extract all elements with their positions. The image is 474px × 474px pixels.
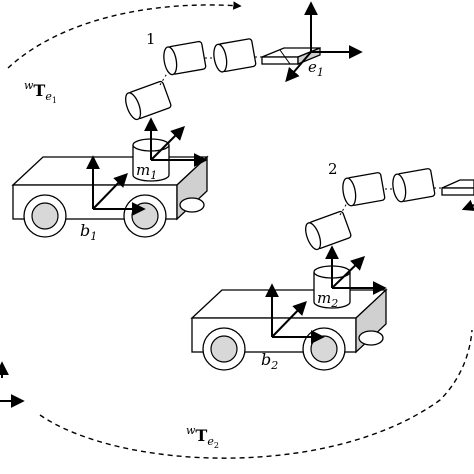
manipulator-frame-1-label: m1 bbox=[136, 161, 157, 182]
mobile-base-1 bbox=[11, 155, 209, 238]
transform-1-label: wTe1 bbox=[24, 79, 57, 105]
base-frame-1 bbox=[86, 155, 146, 216]
gripper-2 bbox=[441, 179, 474, 196]
end-effector-frame-1-label: e1 bbox=[308, 58, 324, 79]
manipulator-frame-2 bbox=[325, 245, 387, 295]
robot-1-number: 1 bbox=[146, 30, 156, 48]
end-effector-frame-2 bbox=[461, 199, 474, 212]
robot-1 bbox=[11, 1, 363, 238]
arm-1 bbox=[125, 38, 321, 121]
mobile-base-2 bbox=[190, 288, 388, 371]
transform-2-label: wTe2 bbox=[186, 424, 219, 450]
robot-2-number: 2 bbox=[328, 160, 338, 178]
manipulator-frame-1 bbox=[144, 117, 208, 167]
manipulator-frame-2-label: m2 bbox=[317, 289, 338, 310]
transform-arc-top bbox=[7, 1, 242, 69]
transform-arc-bottom bbox=[39, 329, 473, 459]
end-effector-frame-1 bbox=[285, 1, 363, 83]
base-frame-2-label: b2 bbox=[261, 350, 278, 372]
robot-2 bbox=[190, 168, 474, 371]
base-frame-1-label: b1 bbox=[80, 221, 97, 243]
arm-2 bbox=[305, 168, 474, 251]
base-frame-2 bbox=[265, 283, 325, 344]
